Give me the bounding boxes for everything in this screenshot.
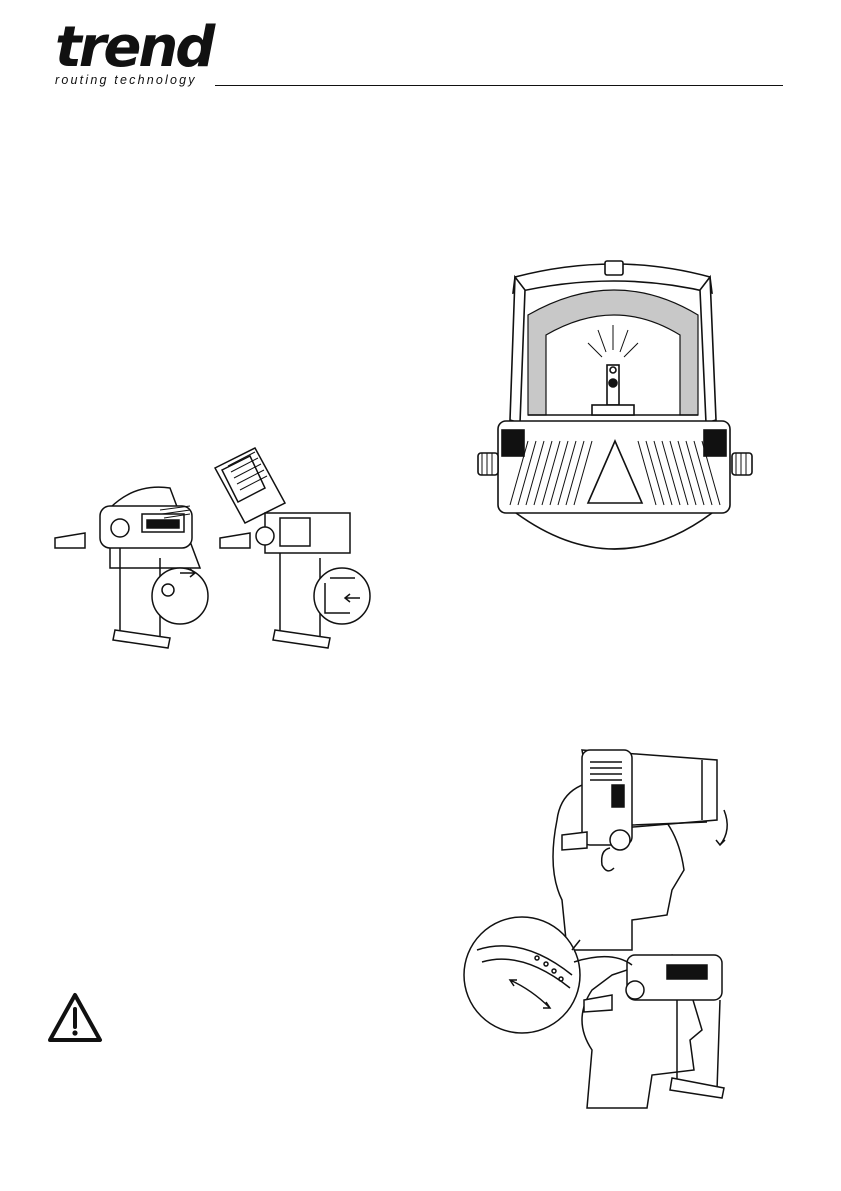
brand-tagline: routing technology — [55, 73, 197, 87]
headband-adjustment-illustration — [462, 740, 792, 1110]
warning-triangle-icon — [47, 992, 103, 1044]
brand-wordmark: trend — [55, 20, 212, 76]
visor-removal-illustration — [50, 448, 370, 653]
visor-front-illustration — [470, 255, 760, 565]
registered-mark: ® — [205, 30, 212, 41]
header-rule — [215, 85, 783, 86]
